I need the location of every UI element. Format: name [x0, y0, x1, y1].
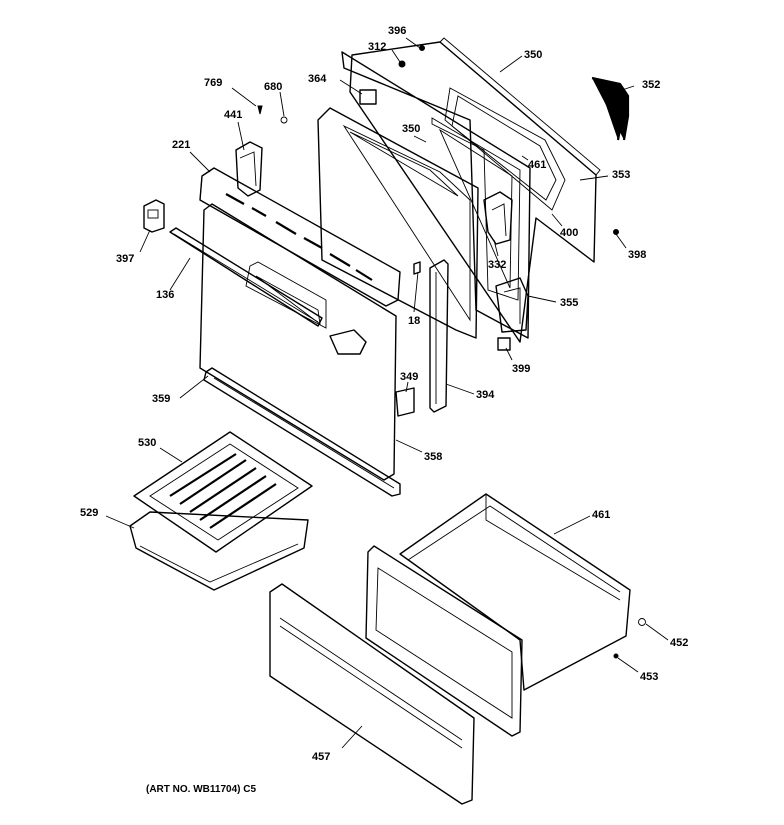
label-457: 457 [312, 751, 330, 763]
label-396: 396 [388, 25, 406, 37]
label-398: 398 [628, 249, 646, 261]
label-461-drawer: 461 [592, 509, 610, 521]
screw-396 [419, 45, 425, 51]
label-221: 221 [172, 139, 190, 151]
side-trim [413, 259, 449, 413]
broiler-grid [133, 431, 313, 553]
label-529: 529 [80, 507, 98, 519]
grid-slots [169, 453, 277, 529]
bracket-441 [235, 141, 263, 197]
label-312: 312 [368, 41, 386, 53]
front-door-panel [199, 203, 397, 481]
label-355: 355 [560, 297, 578, 309]
label-350-mid: 350 [402, 123, 420, 135]
art-number-caption: (ART NO. WB11704) C5 [146, 784, 256, 795]
label-332: 332 [488, 259, 506, 271]
label-364: 364 [308, 73, 327, 85]
label-358: 358 [424, 451, 442, 463]
screw-453 [613, 653, 619, 659]
screw-769 [257, 105, 263, 115]
label-441: 441 [224, 109, 242, 121]
label-394: 394 [476, 389, 495, 401]
screw-18 [413, 261, 421, 275]
label-353: 353 [612, 169, 630, 181]
insulation-349 [395, 387, 415, 417]
fasteners [257, 45, 646, 659]
hinge-receiver [495, 277, 529, 333]
roller-452 [638, 618, 646, 626]
door-hinge [483, 191, 513, 245]
drawer-front-frame [365, 545, 523, 737]
label-769: 769 [204, 77, 222, 89]
vent-slots [225, 193, 373, 281]
broiler-pan [129, 511, 309, 591]
vent-panel [199, 167, 401, 307]
leader-lines [105, 37, 669, 749]
label-452: 452 [670, 637, 688, 649]
bumper-399 [497, 337, 511, 351]
drawer-front-panel [269, 583, 475, 805]
bracket-397 [143, 199, 165, 233]
door-handle-bracket [329, 329, 367, 355]
label-136: 136 [156, 289, 174, 301]
clip-680 [280, 116, 288, 124]
label-530: 530 [138, 437, 156, 449]
label-397: 397 [116, 253, 134, 265]
drawer-body [399, 493, 631, 691]
door-liner [317, 107, 479, 339]
label-18: 18 [408, 315, 420, 327]
label-359: 359 [152, 393, 170, 405]
label-680: 680 [264, 81, 282, 93]
clip-364 [359, 89, 377, 105]
screw-312 [398, 60, 406, 68]
door-bottom-trim [203, 367, 401, 497]
label-453: 453 [640, 671, 658, 683]
door-handle-strip [591, 76, 630, 141]
screw-398 [613, 229, 619, 235]
label-399: 399 [512, 363, 530, 375]
label-349: 349 [400, 371, 418, 383]
handle-bar [169, 227, 323, 327]
label-461-glass: 461 [528, 159, 546, 171]
part-labels: 396 312 350 352 769 680 364 441 350 461 … [80, 25, 688, 763]
label-400: 400 [560, 227, 578, 239]
label-350-top: 350 [524, 49, 542, 61]
label-352: 352 [642, 79, 660, 91]
